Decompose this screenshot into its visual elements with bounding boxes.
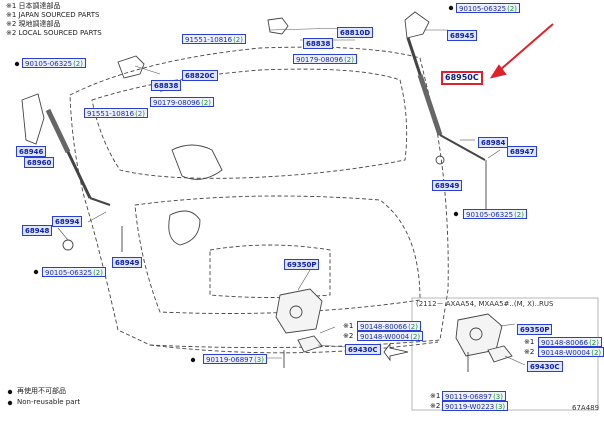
- right-bracket: [404, 11, 430, 39]
- label-69430C-right[interactable]: 69430C: [527, 361, 563, 372]
- label-68946[interactable]: 68946: [16, 146, 47, 157]
- label-68945[interactable]: 68945: [447, 30, 478, 41]
- left-bracket: [21, 93, 45, 145]
- label-68949-right[interactable]: 68949: [432, 180, 463, 191]
- left-strut-body: [45, 108, 71, 154]
- label-90179-08096-mid[interactable]: 90179-08096(2): [150, 97, 214, 107]
- red-arrow: [489, 23, 554, 79]
- inner-contour: [168, 210, 201, 246]
- hollow-arrow: [383, 342, 409, 362]
- label-90105-06325-left[interactable]: 90105-06325(2): [22, 58, 86, 68]
- marker-2-bottom: ※2: [430, 402, 441, 410]
- right-strut-body: [417, 74, 443, 136]
- label-91551-10816-mid[interactable]: 91551-10816(2): [84, 108, 148, 118]
- tailgate-outline: [69, 46, 449, 349]
- diagram-id: 67A489: [572, 404, 600, 412]
- left-link: [89, 197, 111, 206]
- nr-dot-bl: [33, 269, 39, 275]
- trim-bracket-shape: [171, 144, 223, 180]
- marker-1-right: ※1: [524, 338, 535, 346]
- marker-1-bottom: ※1: [430, 392, 441, 400]
- label-68960[interactable]: 68960: [24, 157, 55, 168]
- right-ball: [435, 155, 445, 165]
- label-68838-mid[interactable]: 68838: [151, 80, 182, 91]
- label-68820C[interactable]: 68820C: [182, 70, 218, 81]
- hinge-right-shape: [267, 17, 289, 35]
- nr-dot-top: [448, 5, 454, 11]
- label-90148-80066-center[interactable]: 90148-80066(2): [357, 321, 421, 331]
- label-68994[interactable]: 68994: [52, 216, 83, 227]
- label-69350P[interactable]: 69350P: [284, 259, 320, 270]
- window-outline: [91, 68, 408, 179]
- hinge-left-shape: [117, 55, 145, 79]
- variant-caption: (2112－ AXAA54, MXAA5#..(M, X)..RUS: [416, 300, 554, 308]
- striker-right: [487, 345, 513, 363]
- label-68838-top[interactable]: 68838: [303, 38, 334, 49]
- nr-dot-left: [14, 61, 20, 67]
- bottom-edge: [149, 341, 439, 354]
- nr-dot-legend-en: [7, 400, 13, 406]
- legend-nonreusable-jp: 再使用不可部品: [17, 387, 66, 395]
- latch-gear-right: [469, 327, 483, 341]
- label-90119-W0223-right[interactable]: 90119-W0223(3): [442, 401, 509, 411]
- license-recess: [209, 244, 331, 298]
- label-90148-W0004-right[interactable]: 90148-W0004(2): [538, 347, 604, 357]
- label-90119-06897-center[interactable]: 90119-06897(3): [203, 354, 267, 364]
- label-69350P-right[interactable]: 69350P: [517, 324, 553, 335]
- label-68950C[interactable]: 68950C: [441, 71, 483, 85]
- marker-2-right: ※2: [524, 348, 535, 356]
- lower-panel-outline: [134, 195, 421, 314]
- label-68947[interactable]: 68947: [507, 146, 538, 157]
- label-90105-06325-bl[interactable]: 90105-06325(2): [42, 267, 106, 277]
- latch-gear-center: [289, 305, 303, 319]
- label-90105-06325-right[interactable]: 90105-06325(2): [463, 209, 527, 219]
- label-69430C-center[interactable]: 69430C: [345, 344, 381, 355]
- label-90148-80066-right[interactable]: 90148-80066(2): [538, 337, 602, 347]
- nr-dot-legend-jp: [7, 389, 13, 395]
- striker-center: [297, 335, 323, 353]
- label-90119-06897-right[interactable]: 90119-06897(3): [442, 391, 506, 401]
- note-japan-en: ※1 JAPAN SOURCED PARTS: [6, 11, 100, 19]
- latch-body-center: [275, 288, 323, 334]
- nr-dot-right: [453, 211, 459, 217]
- note-local-jp: ※2 現地調達部品: [6, 20, 61, 28]
- label-68984[interactable]: 68984: [478, 137, 509, 148]
- marker-1-center: ※1: [343, 322, 354, 330]
- right-link: [439, 134, 486, 161]
- label-90148-W0004-center[interactable]: 90148-W0004(2): [357, 331, 424, 341]
- nr-dot-center: [190, 357, 196, 363]
- note-local-en: ※2 LOCAL SOURCED PARTS: [6, 29, 102, 37]
- label-91551-10816-top[interactable]: 91551-10816(2): [182, 34, 246, 44]
- label-90105-06325-top[interactable]: 90105-06325(2): [456, 3, 520, 13]
- label-68949-left[interactable]: 68949: [112, 257, 143, 268]
- note-japan-jp: ※1 日本調達部品: [6, 2, 61, 10]
- marker-2-center: ※2: [343, 332, 354, 340]
- label-68948[interactable]: 68948: [22, 225, 53, 236]
- left-ball: [62, 239, 74, 251]
- label-68810D[interactable]: 68810D: [337, 27, 374, 38]
- legend-nonreusable-en: Non-reusable part: [17, 398, 81, 406]
- label-90179-08096-top[interactable]: 90179-08096(2): [293, 54, 357, 64]
